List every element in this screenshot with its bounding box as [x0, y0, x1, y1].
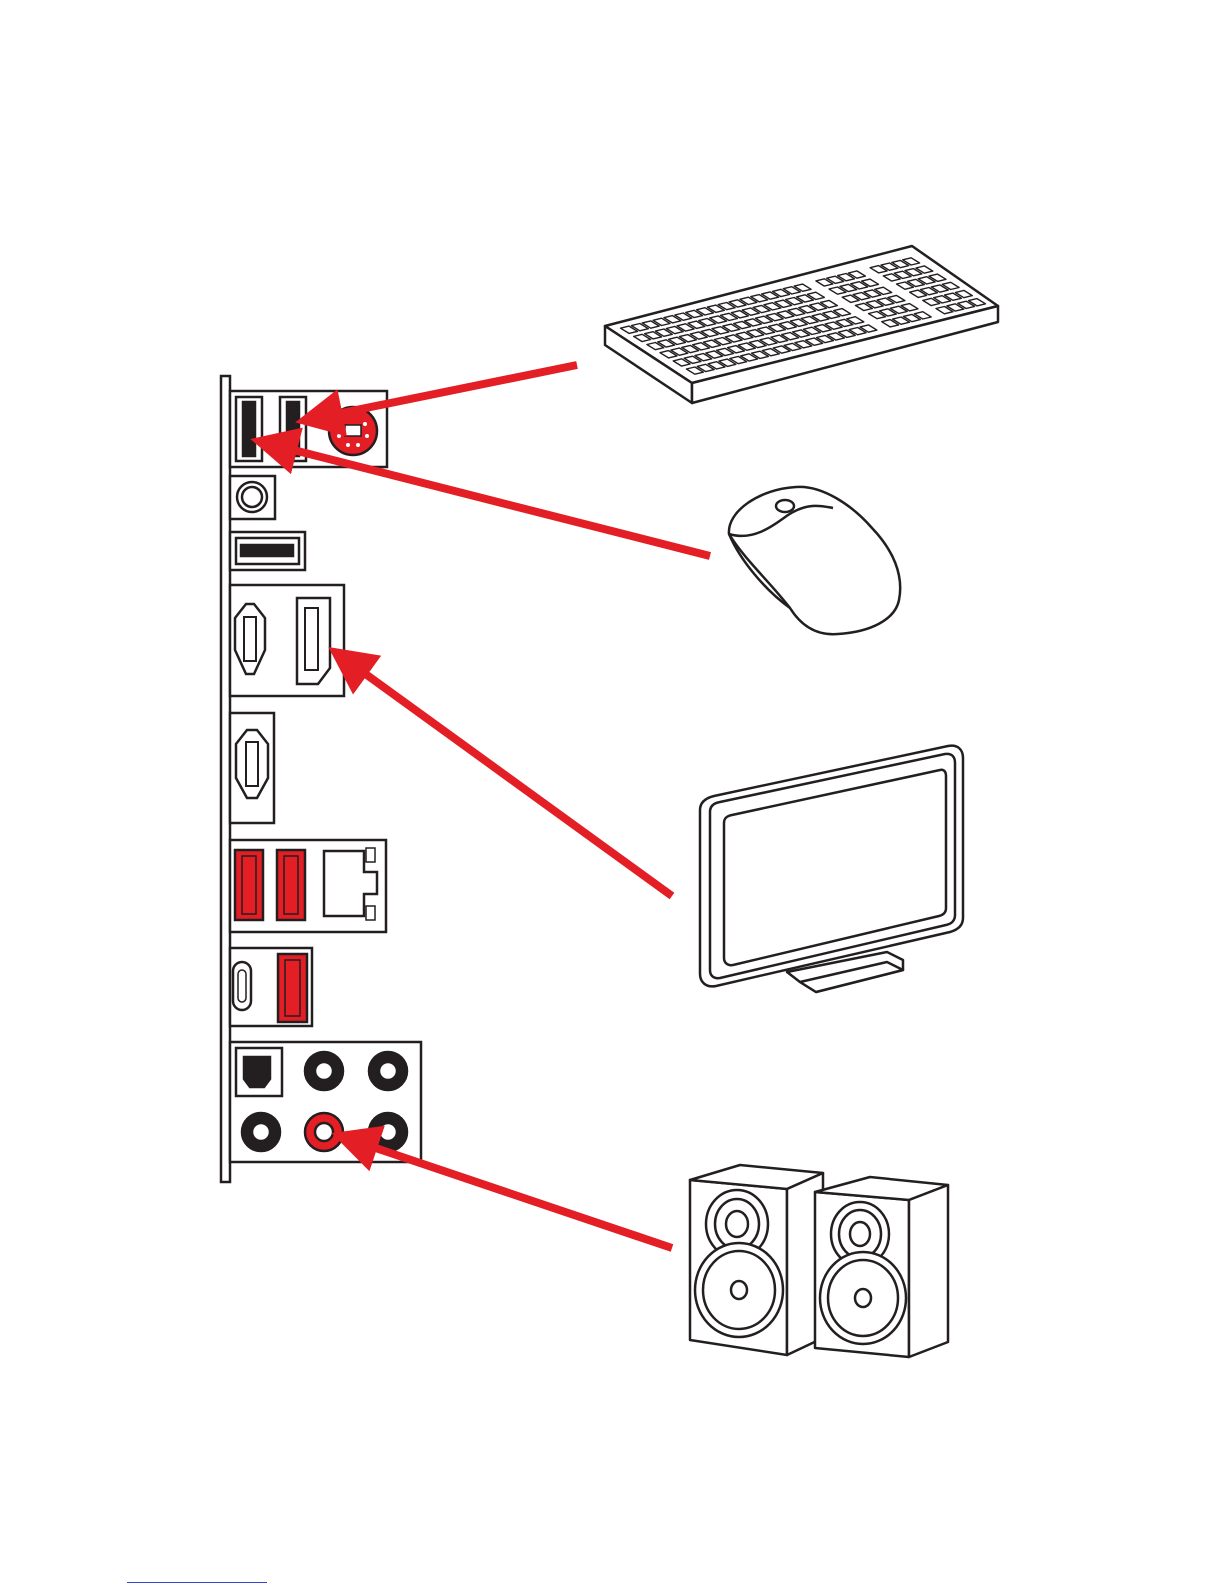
io-panel [221, 376, 421, 1182]
footer-link[interactable] [127, 1568, 267, 1583]
audio-jack[interactable] [242, 1113, 280, 1151]
io-bracket-edge [221, 376, 230, 1182]
audio-jack[interactable] [369, 1052, 407, 1090]
usbc-usb-block [230, 948, 312, 1026]
clear-cmos-button[interactable] [230, 476, 275, 519]
optical-spdif-port[interactable] [236, 1048, 282, 1096]
audio-line-out-jack[interactable] [305, 1113, 343, 1151]
usb-lan-block [230, 840, 386, 932]
usb-3-port[interactable] [277, 850, 305, 920]
audio-block [230, 1042, 421, 1162]
usb-port[interactable] [230, 532, 305, 570]
usb-c-port[interactable] [233, 962, 251, 1010]
hdmi-port[interactable] [230, 713, 274, 823]
keyboard-icon [605, 246, 998, 403]
usb-port[interactable] [278, 954, 307, 1022]
arrow-mouse-to-usb [262, 442, 710, 556]
audio-jack[interactable] [305, 1052, 343, 1090]
mouse-icon [729, 487, 900, 634]
arrow-speakers-to-line-out [343, 1137, 672, 1248]
arrow-monitor-to-displayport [338, 654, 672, 896]
speaker-left [690, 1165, 823, 1355]
monitor-icon [700, 746, 963, 992]
lan-port[interactable] [324, 848, 377, 920]
speakers-icon [690, 1165, 948, 1357]
usb-3-port[interactable] [235, 850, 263, 920]
hdmi-displayport-block [230, 585, 344, 696]
speaker-right [815, 1177, 948, 1357]
displayport-port[interactable] [297, 598, 330, 684]
usb-port[interactable] [236, 397, 262, 461]
